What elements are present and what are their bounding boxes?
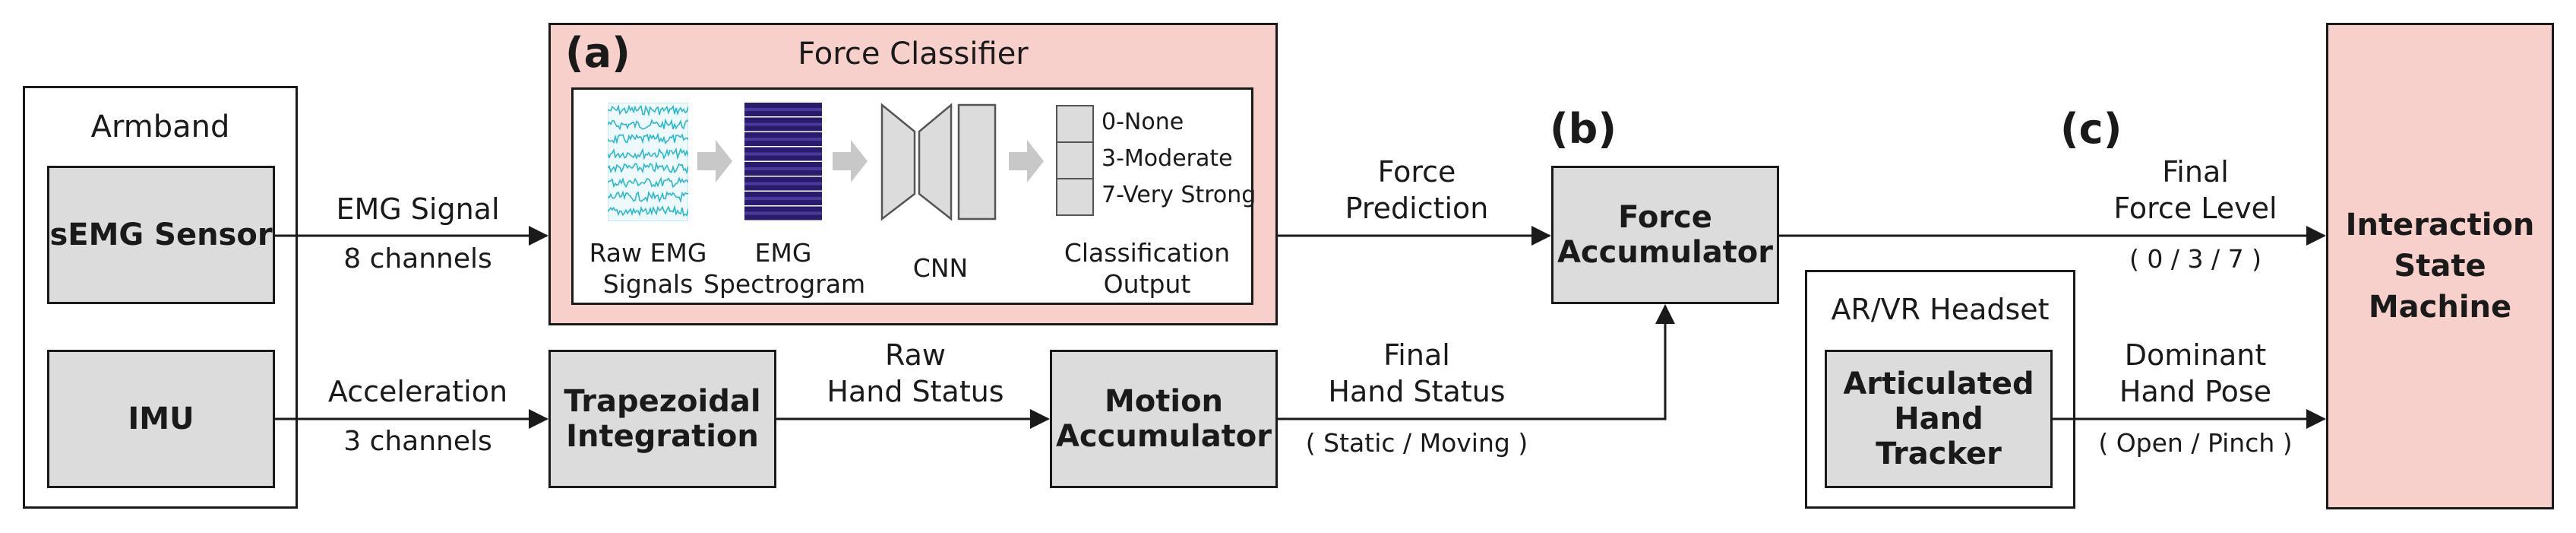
spectrogram-band-highlight — [744, 152, 822, 156]
raw-hand-line2: Hand Status — [827, 374, 1004, 408]
emg-trace — [608, 132, 688, 145]
force-pred-line1: Force — [1377, 155, 1456, 189]
cnn-caption: CNN — [912, 253, 969, 283]
step-arrow-2 — [833, 140, 868, 182]
classification-caption: Classification Output — [1048, 237, 1246, 300]
hand-pose-values: ( Open / Pinch ) — [2098, 428, 2293, 458]
force-acc-line2: Accumulator — [1557, 235, 1774, 270]
final-force-values: ( 0 / 3 / 7 ) — [2129, 244, 2262, 274]
arrow-motion-to-force-acc — [1278, 304, 1675, 420]
classification-caption-line1: Classification — [1064, 238, 1231, 268]
class-label-2: 7-Very Strong — [1102, 182, 1256, 208]
imu-label: IMU — [128, 401, 194, 436]
hand-tracker-line2: Hand Tracker — [1876, 401, 2002, 471]
emg-signal-label: EMG Signal — [336, 192, 500, 226]
classification-caption-line2: Output — [1103, 269, 1191, 300]
raw-emg-caption: Raw EMG Signals — [577, 237, 719, 300]
emg-trace — [608, 190, 688, 204]
dominant-hand-pose-label: Dominant Hand Pose — [2081, 338, 2309, 410]
spectrogram-band-highlight — [744, 167, 822, 170]
raw-emg-caption-line1: Raw EMG — [589, 238, 707, 268]
hand-pose-line1: Dominant — [2124, 338, 2267, 372]
spectrogram-band-highlight — [744, 182, 822, 186]
state-machine-line1: Interaction — [2345, 208, 2535, 243]
tag-a: (a) — [565, 29, 631, 77]
force-prediction-label: Force Prediction — [1291, 154, 1542, 227]
spectrogram-caption-line1: EMG — [754, 238, 812, 268]
class-label-0: 0-None — [1102, 109, 1184, 135]
final-hand-line2: Hand Status — [1328, 374, 1506, 408]
articulated-hand-tracker-block: Articulated Hand Tracker — [1825, 350, 2053, 488]
motion-acc-line1: Motion — [1104, 384, 1224, 419]
spectrogram-thumbnail — [744, 103, 822, 220]
emg-trace — [608, 176, 688, 189]
emg-trace — [608, 147, 688, 160]
raw-hand-line1: Raw — [885, 338, 946, 372]
emg-channels-label: 8 channels — [343, 243, 492, 274]
force-pred-line2: Prediction — [1345, 191, 1489, 225]
force-acc-line1: Force — [1618, 200, 1712, 235]
cnn-icon — [880, 103, 997, 221]
motion-acc-line2: Accumulator — [1055, 419, 1272, 454]
armband-title: Armband — [90, 109, 230, 144]
semg-sensor-block: sEMG Sensor — [47, 166, 275, 304]
raw-emg-caption-line2: Signals — [602, 269, 694, 300]
emg-trace — [608, 104, 688, 117]
semg-sensor-label: sEMG Sensor — [49, 217, 273, 252]
raw-emg-thumbnail — [608, 103, 688, 221]
spectrogram-band-highlight — [744, 108, 822, 111]
interaction-state-machine-block: Interaction State Machine — [2326, 23, 2554, 509]
spectrogram-caption-line2: Spectrogram — [703, 269, 866, 300]
final-hand-status-label: Final Hand Status — [1284, 338, 1550, 410]
accel-channels-label: 3 channels — [343, 426, 492, 457]
spectrogram-band-highlight — [744, 138, 822, 141]
emg-trace — [608, 205, 688, 217]
step-arrow-3 — [1009, 140, 1044, 182]
imu-block: IMU — [47, 350, 275, 488]
motion-accumulator-block: Motion Accumulator — [1050, 350, 1278, 488]
state-machine-line2: State Machine — [2368, 249, 2512, 325]
spectrogram-band-highlight — [744, 122, 822, 126]
tag-c: (c) — [2060, 105, 2122, 153]
final-hand-line1: Final — [1383, 338, 1450, 372]
ar-vr-headset-title: AR/VR Headset — [1831, 293, 2050, 326]
trapezoidal-line2: Integration — [566, 419, 759, 454]
force-classifier-title: Force Classifier — [798, 36, 1029, 71]
class-cell-1 — [1056, 141, 1094, 179]
final-force-line2: Force Level — [2113, 191, 2277, 225]
final-force-line1: Final — [2162, 155, 2229, 189]
hand-pose-line2: Hand Pose — [2119, 374, 2272, 408]
class-label-1: 3-Moderate — [1102, 145, 1233, 172]
final-hand-values: ( Static / Moving ) — [1305, 428, 1528, 458]
acceleration-label: Acceleration — [327, 375, 508, 408]
class-cell-2 — [1056, 178, 1094, 216]
emg-trace — [608, 118, 688, 131]
raw-hand-status-label: Raw Hand Status — [790, 338, 1041, 410]
force-accumulator-block: Force Accumulator — [1551, 166, 1779, 304]
spectrogram-caption: EMG Spectrogram — [703, 237, 866, 300]
spectrogram-band-highlight — [744, 211, 822, 215]
trapezoidal-integration-block: Trapezoidal Integration — [548, 350, 776, 488]
hand-tracker-line1: Articulated — [1843, 366, 2034, 401]
trapezoidal-line1: Trapezoidal — [564, 384, 761, 419]
emg-trace — [608, 161, 688, 175]
step-arrow-1 — [697, 140, 732, 182]
spectrogram-band-highlight — [744, 197, 822, 200]
final-force-level-label: Final Force Level — [2081, 154, 2309, 227]
class-cell-0 — [1056, 105, 1094, 143]
tag-b: (b) — [1550, 105, 1617, 153]
